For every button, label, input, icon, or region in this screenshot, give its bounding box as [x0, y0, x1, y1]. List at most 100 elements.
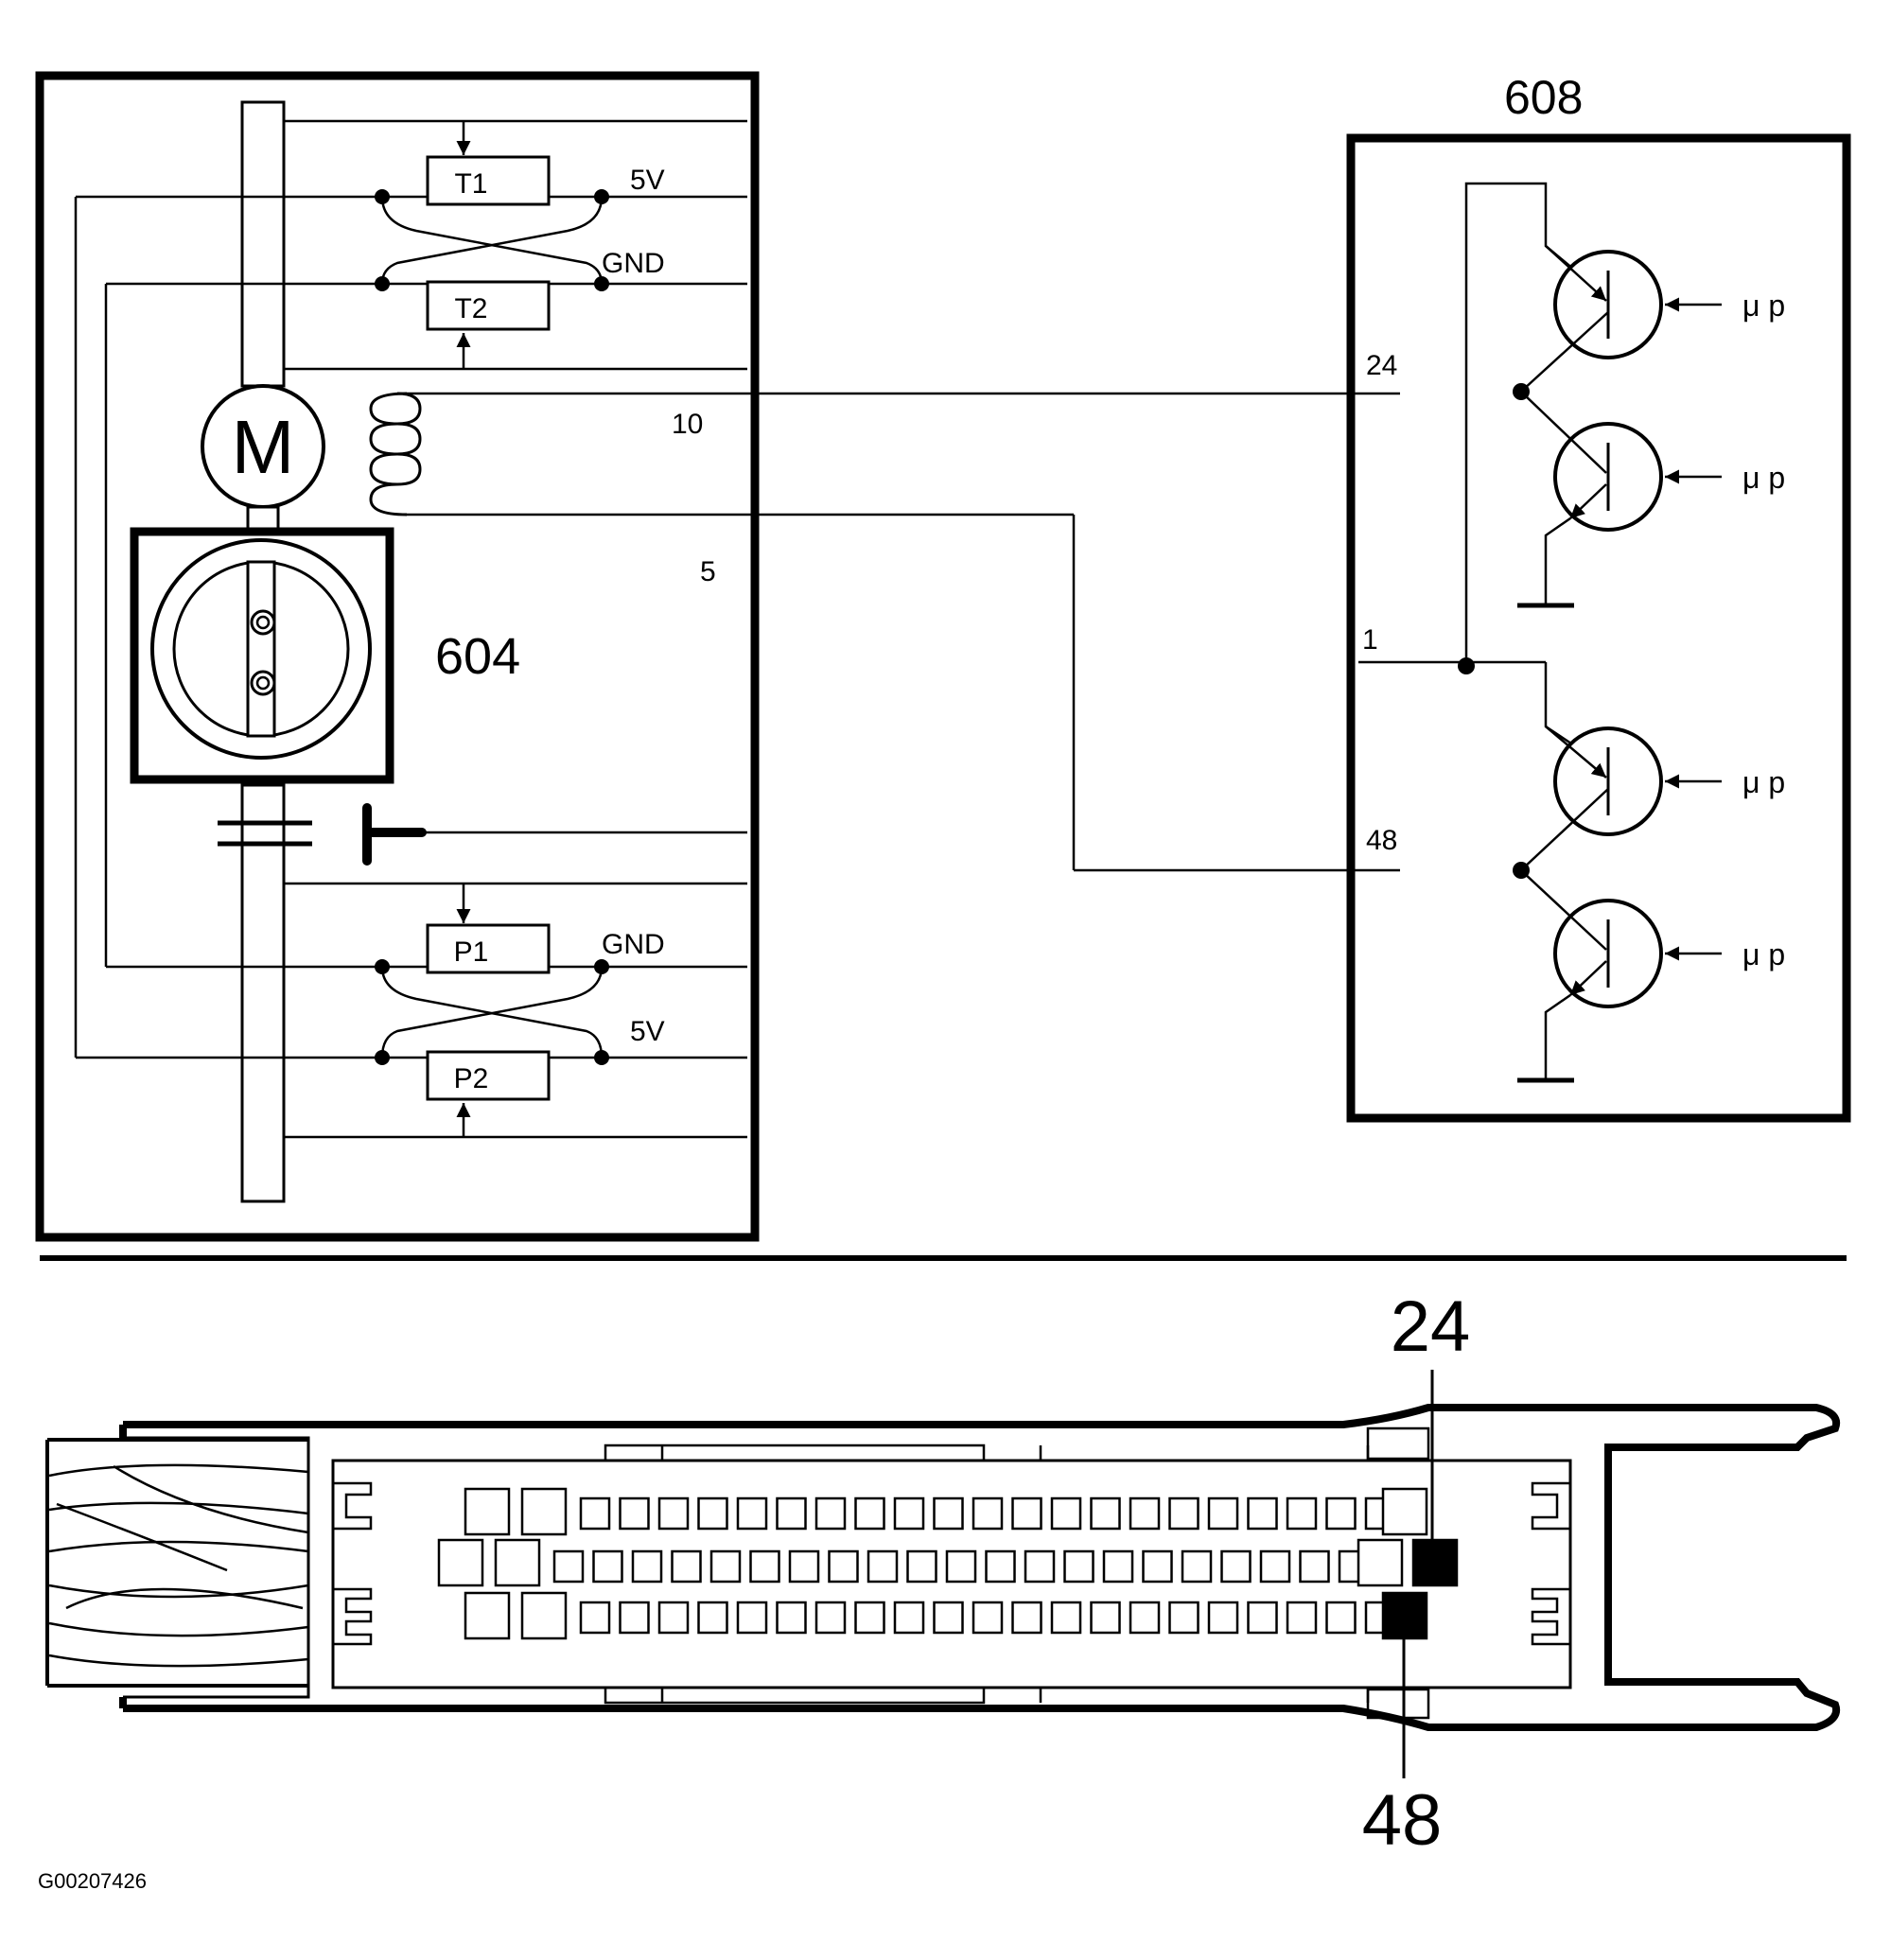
connector-pin	[814, 1496, 847, 1531]
connector-pin	[1129, 1496, 1161, 1531]
sensor-p1-label: P1	[454, 936, 489, 968]
mu-p-label-4: μ p	[1742, 937, 1785, 971]
connector-pin	[788, 1549, 820, 1584]
connector-pin	[1102, 1549, 1134, 1584]
pin-24-label: 24	[1366, 350, 1397, 381]
connector-pin	[657, 1601, 690, 1635]
connector-pin	[1247, 1496, 1278, 1531]
connector-pin	[1090, 1496, 1121, 1531]
t-ground-label: GND	[602, 248, 665, 279]
connector-pin-large	[494, 1538, 541, 1587]
connector-pin	[1168, 1496, 1199, 1531]
t-supply-5v-label: 5V	[630, 165, 665, 196]
connector-pin-large	[520, 1487, 568, 1536]
connector-shell	[123, 1404, 1840, 1731]
connector-pin	[1050, 1496, 1082, 1531]
connector-pin	[736, 1601, 768, 1635]
figure-id: G00207426	[38, 1869, 147, 1893]
component-604	[35, 71, 1400, 1242]
connector-pin	[619, 1601, 650, 1635]
connector-pin	[1168, 1601, 1199, 1635]
connector-pin-large	[1381, 1487, 1428, 1536]
pin-1-label: 1	[1362, 624, 1378, 656]
connector-pin	[1090, 1601, 1121, 1635]
connector-pin	[933, 1601, 964, 1635]
connector-pin	[1050, 1601, 1082, 1635]
wire-10-label: 10	[672, 409, 703, 440]
connector-pin	[854, 1496, 885, 1531]
connector-pin	[776, 1496, 807, 1531]
connector-pin-24-highlight	[1411, 1538, 1459, 1587]
connector-pin	[1299, 1549, 1330, 1584]
mu-p-label-1: μ p	[1742, 289, 1785, 323]
connector-pin	[867, 1549, 899, 1584]
connector-pin-large	[464, 1487, 511, 1536]
component-604-frame	[35, 71, 760, 1242]
sensor-p2-label: P2	[454, 1063, 489, 1094]
connector-pin	[1129, 1601, 1161, 1635]
connector-pin	[945, 1549, 977, 1584]
connector-pin-large	[1357, 1538, 1404, 1587]
motor-label: M	[232, 405, 295, 489]
connector-pin	[893, 1601, 925, 1635]
component-608-frame	[1346, 133, 1851, 1123]
throttle-plate	[246, 560, 276, 738]
connector-pin	[893, 1496, 925, 1531]
pin-48-label: 48	[1366, 825, 1397, 856]
connector-pin	[697, 1496, 728, 1531]
connector-pin	[736, 1496, 768, 1531]
connector-pin	[972, 1496, 1004, 1531]
ecu-connector	[45, 1404, 1840, 1731]
connector-pin	[1024, 1549, 1056, 1584]
mu-p-label-3: μ p	[1742, 765, 1785, 799]
connector-pin	[933, 1496, 964, 1531]
solenoid-coil	[369, 392, 422, 516]
connector-pin	[1247, 1601, 1278, 1635]
sensor-p2	[426, 1050, 551, 1101]
component-604-label: 604	[435, 628, 520, 685]
connector-pin	[1207, 1496, 1239, 1531]
connector-pin	[552, 1549, 585, 1584]
labels: M 604 T1 T2 P1 P2 5V GND GND 5V 10 5 608…	[38, 71, 1785, 1893]
connector-pin	[1259, 1549, 1291, 1584]
connector-pin	[1011, 1601, 1042, 1635]
sensor-t1	[426, 155, 551, 206]
sensor-p1	[426, 923, 551, 974]
connector-pin	[828, 1549, 859, 1584]
connector-pin	[1181, 1549, 1213, 1584]
motor-shaft-lower	[240, 783, 286, 1203]
p-ground-label: GND	[602, 929, 665, 960]
connector-pin	[657, 1496, 690, 1531]
connector-pin	[985, 1549, 1016, 1584]
connector-pin-large	[437, 1538, 484, 1587]
connector-pin	[749, 1549, 780, 1584]
motor-shaft-upper	[240, 100, 286, 388]
connector-pin	[592, 1549, 623, 1584]
connector-pin	[709, 1549, 742, 1584]
connector-pin	[1286, 1601, 1318, 1635]
connector-pin	[1207, 1601, 1239, 1635]
connector-pin	[1220, 1549, 1252, 1584]
connector-pin	[1142, 1549, 1173, 1584]
sensor-t2	[426, 280, 551, 331]
connector-pin	[854, 1601, 885, 1635]
connector-pin	[619, 1496, 650, 1531]
sensor-t2-label: T2	[454, 293, 487, 324]
connector-pin	[579, 1601, 611, 1635]
component-608-label: 608	[1504, 71, 1583, 124]
ground-tab	[362, 803, 427, 866]
connector-pin	[814, 1601, 847, 1635]
connector-pin-48-label: 48	[1362, 1780, 1443, 1861]
connector-pin	[1325, 1601, 1357, 1635]
component-608	[1346, 133, 1851, 1123]
connector-pin	[1286, 1496, 1318, 1531]
connector-pin	[906, 1549, 937, 1584]
sensor-t1-label: T1	[454, 168, 487, 200]
connector-pin	[671, 1549, 702, 1584]
connector-pins	[437, 1487, 1459, 1640]
connector-pin-24-label: 24	[1391, 1286, 1471, 1367]
wire-5-label: 5	[700, 556, 716, 587]
connector-pin-large	[464, 1591, 511, 1640]
p-supply-5v-label: 5V	[630, 1016, 665, 1047]
